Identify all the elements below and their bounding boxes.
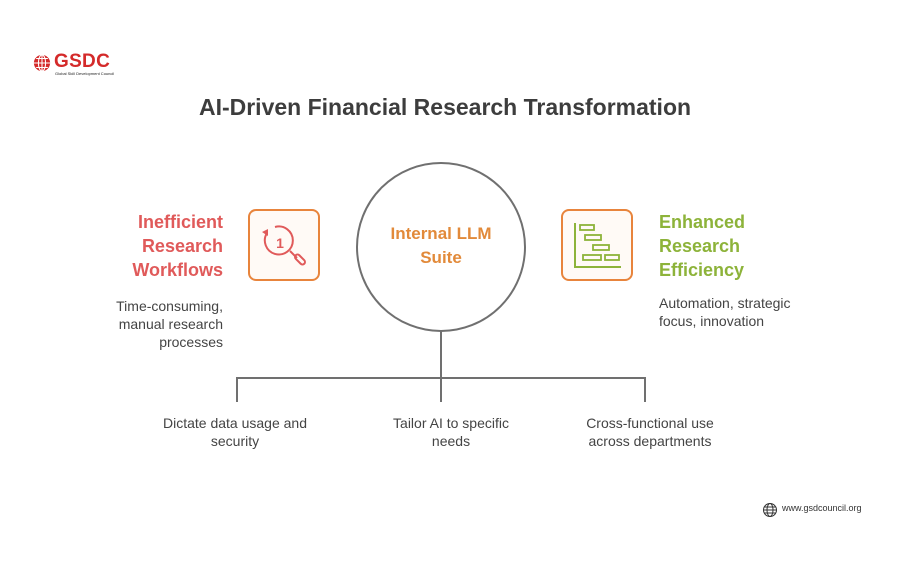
branch-label-data-usage: Dictate data usage and security [145,414,325,450]
website-text: www.gsdcouncil.org [782,503,862,513]
right-heading-line-1: Enhanced [659,212,746,232]
right-description-line-1: Automation, strategic [659,295,791,311]
right-heading-line-3: Efficiency [659,260,745,280]
branch-3-line-2: across departments [588,433,712,449]
branch-label-cross-functional: Cross-functional use across departments [560,414,740,450]
step-number: 1 [276,235,284,251]
left-description-line-1: Time-consuming, [116,298,223,314]
branch-1-line-1: Dictate data usage and [163,415,307,431]
branch-2-line-1: Tailor AI to specific [393,415,509,431]
branch-2-line-2: needs [431,433,471,449]
gsdc-logo: GSDC Global Skill Development Council [30,50,130,80]
page-title: AI-Driven Financial Research Transformat… [198,94,692,120]
branch-1-line-2: security [210,433,260,449]
left-description-line-2: manual research [118,316,223,332]
left-heading-line-2: Research [141,236,223,256]
left-heading-line-1: Inefficient [137,212,223,232]
logo-text: GSDC [54,51,111,72]
right-description: Automation, strategic focus, innovation [659,294,849,330]
right-heading: Enhanced Research Efficiency [659,210,819,282]
left-description: Time-consuming, manual research processe… [70,297,223,351]
gantt-chart-icon [574,223,621,268]
left-icon-box: 1 [248,209,320,281]
logo-globe-icon [33,54,51,72]
left-heading: Inefficient Research Workflows [90,210,223,282]
right-description-line-2: focus, innovation [659,313,765,329]
branch-3-line-1: Cross-functional use [586,415,714,431]
logo-subtitle: Global Skill Development Council [55,71,115,76]
globe-icon [763,503,777,517]
branch-label-tailor-ai: Tailor AI to specific needs [371,414,531,450]
center-label-line-2: Suite [420,248,462,267]
right-heading-line-2: Research [659,236,741,256]
center-label: Internal LLM Suite [358,222,524,270]
website-link[interactable]: www.gsdcouncil.org [762,502,892,518]
center-label-line-1: Internal LLM [390,224,492,243]
right-icon-box [561,209,633,281]
magnifier-clock-icon: 1 [262,225,306,266]
left-heading-line-3: Workflows [132,260,223,280]
left-description-line-3: processes [159,334,223,350]
